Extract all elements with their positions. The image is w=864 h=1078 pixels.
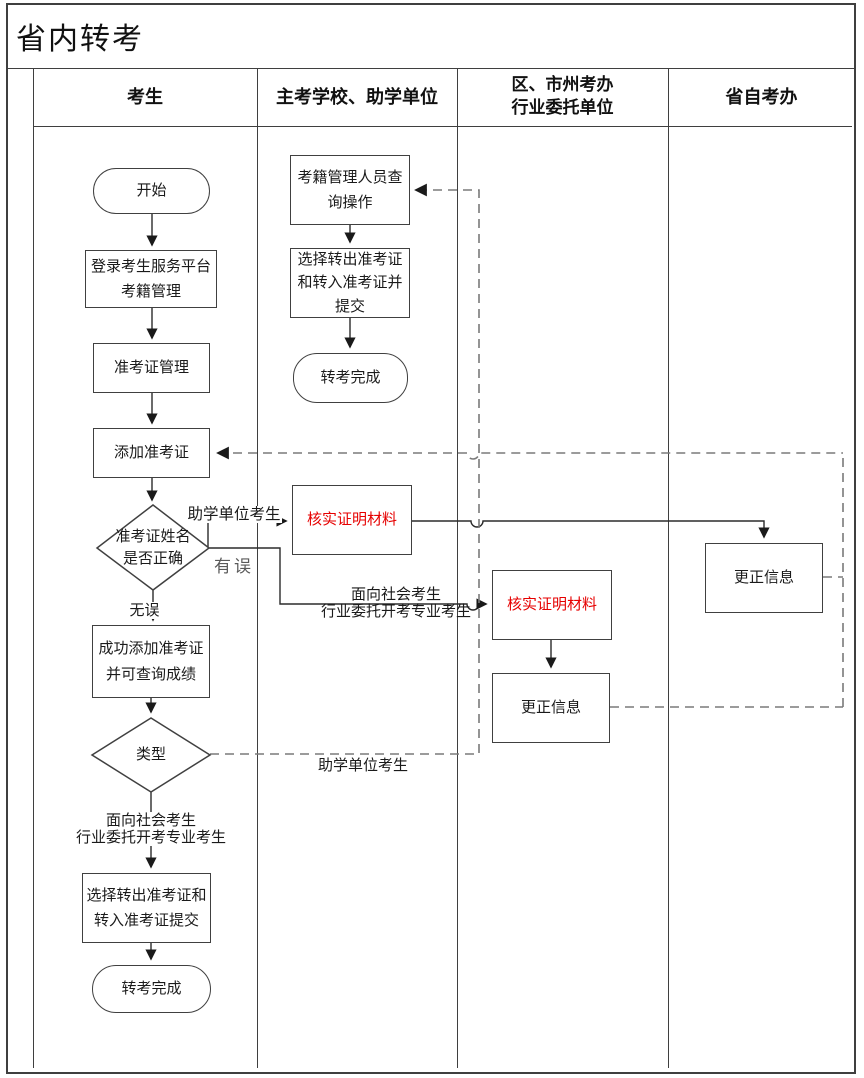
- outer-border: [6, 3, 856, 1074]
- label-aid-unit-candidate-bottom: 助学单位考生: [317, 757, 408, 774]
- choose-submit-step: 选择转出准考证和 转入准考证提交: [82, 873, 211, 943]
- registrar-query-step: 考籍管理人员查 询操作: [290, 155, 410, 225]
- namecheck-label: 准考证姓名 是否正确: [115, 527, 191, 568]
- verify-material-school-step: 核实证明材料: [292, 485, 412, 555]
- header-separator: [33, 126, 852, 127]
- lane-divider-2: [457, 68, 458, 1068]
- ticket-mgmt-step: 准考证管理: [93, 343, 210, 393]
- done-candidate-terminator: 转考完成: [92, 965, 211, 1013]
- label-correct: 无误: [128, 602, 161, 619]
- typecheck-diamond: [90, 717, 212, 793]
- diagram-title: 省内转考: [16, 23, 144, 56]
- dashed-return-to-add: [216, 446, 843, 460]
- lane-header-candidate: 考生: [127, 86, 163, 107]
- start-terminator: 开始: [93, 168, 210, 214]
- verify-material-city-step: 核实证明材料: [492, 570, 612, 640]
- edge-namecheck-verify-school: [207, 515, 288, 547]
- title-separator: [6, 68, 854, 69]
- lane-divider-3: [668, 68, 669, 1068]
- lane-divider-1: [257, 68, 258, 1068]
- select-submit-step: 选择转出准考证 和转入准考证并 提交: [290, 248, 410, 318]
- add-ticket-step: 添加准考证: [93, 428, 210, 478]
- label-social-candidates-mid: 面向社会考生 行业委托开考专业考生: [320, 586, 471, 620]
- success-add-step: 成功添加准考证 并可查询成绩: [92, 625, 210, 698]
- phase-strip-line: [33, 68, 34, 1068]
- typecheck-label: 类型: [135, 745, 166, 763]
- namecheck-diamond: [95, 504, 211, 591]
- label-social-candidates-bottom: 面向社会考生 行业委托开考专业考生: [67, 812, 235, 846]
- label-aid-unit-candidate-top: 助学单位考生: [186, 506, 282, 523]
- correct-info-province-step: 更正信息: [705, 543, 823, 613]
- edge-namecheck-verify-city: [209, 547, 488, 611]
- login-step: 登录考生服务平台 考籍管理: [85, 250, 217, 308]
- correct-info-city-step: 更正信息: [492, 673, 610, 743]
- lane-header-province-office: 省自考办: [725, 86, 798, 107]
- lane-header-city-office: 区、市州考办 行业委托单位: [511, 75, 614, 117]
- lane-header-school: 主考学校、助学单位: [276, 86, 438, 107]
- label-wrong: 有误: [214, 557, 254, 576]
- edge-verify-school-correct-province: [412, 520, 770, 539]
- done-school-terminator: 转考完成: [293, 353, 408, 403]
